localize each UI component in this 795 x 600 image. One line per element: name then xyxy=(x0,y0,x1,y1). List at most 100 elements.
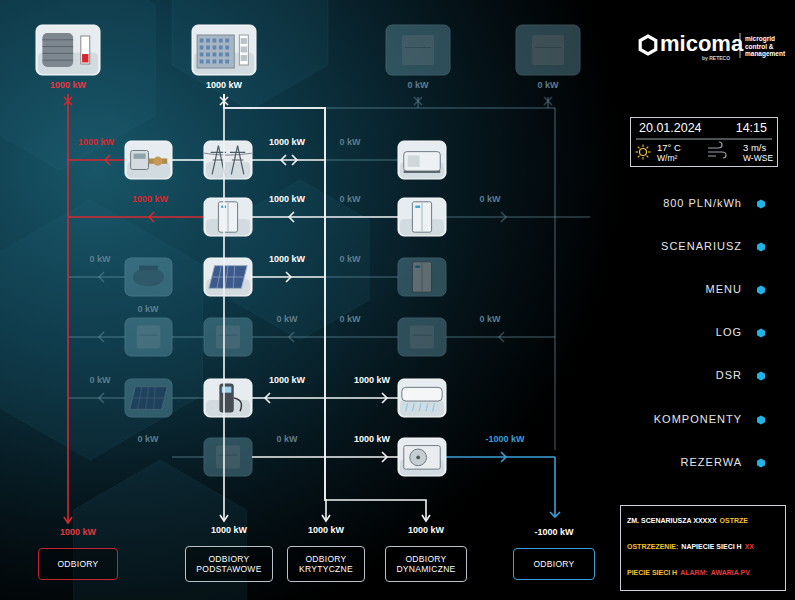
load-box: 1000 kWODBIORY DYNAMICZNE xyxy=(385,546,467,582)
component-tile xyxy=(204,198,252,236)
power-value: 0 kW xyxy=(407,80,428,91)
menu-item: 800 PLN/kWh xyxy=(663,198,742,209)
flow-lines xyxy=(64,97,590,517)
power-value: 1000 kW xyxy=(60,527,96,538)
component-tile xyxy=(36,25,100,75)
alert-text: NAPIECIE SIECI H xyxy=(681,543,741,550)
component-tile xyxy=(398,379,446,417)
status-box: 20.01.2024 14:15 17° CW/m² 3 m/sW-WSE xyxy=(630,117,778,167)
power-value: 0 kW xyxy=(276,314,297,325)
power-value: 1000 kW xyxy=(78,137,114,148)
component-tile xyxy=(398,141,446,179)
power-flow-connector xyxy=(67,94,69,523)
menu-item: SCENARIUSZ xyxy=(661,241,742,252)
power-value: 1000 kW xyxy=(132,194,168,205)
component-tile xyxy=(398,318,446,356)
background-hexagons xyxy=(0,0,369,600)
alert-text: OSTRZE xyxy=(720,517,748,524)
alert-text: XX xyxy=(745,543,754,550)
weather-value: W-WSE xyxy=(743,154,773,163)
logo-tagline: microgrid control & management xyxy=(745,35,795,58)
menu-item: LOG xyxy=(716,327,742,338)
power-value: 0 kW xyxy=(537,80,558,91)
power-value: 1000 kW xyxy=(354,434,390,445)
alert-text: ZM. SCENARIUSZA XXXXX xyxy=(627,517,717,524)
load-name: ODBIORY DYNAMICZNE xyxy=(390,554,462,574)
alert-text: ALARM: xyxy=(680,569,708,576)
load-box: -1000 kWODBIORY xyxy=(513,548,595,580)
power-value: 0 kW xyxy=(339,194,360,205)
load-name: ODBIORY KRYTYCZNE xyxy=(292,554,360,574)
date-time: 14:15 xyxy=(736,122,767,136)
component-tile xyxy=(386,25,450,75)
logo-maker: by RETECO xyxy=(702,55,730,61)
alert-line: OSTRZEZENIE:NAPIECIE SIECI H XX xyxy=(627,542,757,551)
power-value: 0 kW xyxy=(276,434,297,445)
weather-value: 17° C xyxy=(657,143,681,153)
load-name: ODBIORY PODSTAWOWE xyxy=(190,554,268,574)
component-tile xyxy=(204,438,252,476)
logo-text: micoma xyxy=(660,32,743,56)
power-value: 0 kW xyxy=(339,137,360,148)
component-tile xyxy=(204,318,252,356)
component-tile xyxy=(125,141,172,179)
component-tile: 1000 kW xyxy=(192,25,256,75)
weather-value: 3 m/s xyxy=(743,143,766,153)
load-name: ODBIORY xyxy=(533,559,574,569)
component-tile xyxy=(125,318,172,356)
component-tile xyxy=(398,258,446,296)
power-value: 0 kW xyxy=(339,254,360,265)
component-tile xyxy=(516,25,580,75)
component-tile xyxy=(125,258,172,296)
power-value: 1000 kW xyxy=(269,375,305,386)
load-box: 1000 kWODBIORY PODSTAWOWE xyxy=(185,546,273,582)
component-tile xyxy=(398,438,446,476)
power-flow-connector xyxy=(224,94,326,521)
power-value: 1000 kW xyxy=(269,254,305,265)
power-value: 1000 kW xyxy=(308,525,344,536)
component-tile xyxy=(204,141,252,179)
component-tile: 0 kW xyxy=(516,25,580,75)
power-value: -1000 kW xyxy=(485,434,524,445)
component-tile xyxy=(192,25,256,75)
load-name: ODBIORY xyxy=(57,559,98,569)
power-value: 1000 kW xyxy=(50,80,86,91)
weather-value: W/m² xyxy=(657,154,677,163)
power-flow-connector xyxy=(224,94,426,521)
power-value: 0 kW xyxy=(479,194,500,205)
alert-box: ZM. SCENARIUSZA XXXXXOSTRZE OSTRZEZENIE:N… xyxy=(620,505,786,591)
power-value: 0 kW xyxy=(137,304,158,315)
date-time: 20.01.2024 xyxy=(639,122,702,136)
component-tile xyxy=(125,379,172,417)
load-box: 1000 kWODBIORY xyxy=(38,548,118,580)
alert-line: ZM. SCENARIUSZA XXXXXOSTRZE xyxy=(627,516,751,525)
power-value: 1000 kW xyxy=(269,137,305,148)
component-tile: 0 kW xyxy=(386,25,450,75)
power-value: -1000 kW xyxy=(534,527,573,538)
component-tile xyxy=(398,198,446,236)
menu-item: DSR xyxy=(716,370,742,381)
alert-text: PIECIE SIECI H xyxy=(627,569,677,576)
alert-text: AWARIA PV xyxy=(711,569,750,576)
power-value: 1000 kW xyxy=(354,375,390,386)
component-tile xyxy=(204,258,252,296)
power-value: 0 kW xyxy=(89,375,110,386)
menu-item: KOMPONENTY xyxy=(654,414,742,425)
power-value: 0 kW xyxy=(479,314,500,325)
power-value: 1000 kW xyxy=(408,525,444,536)
menu-item: MENU xyxy=(706,284,742,295)
alert-line: PIECIE SIECI HALARM:AWARIA PV xyxy=(627,568,753,577)
power-value: 0 kW xyxy=(137,434,158,445)
load-box: 1000 kWODBIORY KRYTYCZNE xyxy=(287,546,365,582)
alert-text: OSTRZEZENIE: xyxy=(627,543,678,550)
component-tile: 1000 kW xyxy=(36,25,100,75)
panel-decoration xyxy=(636,33,773,468)
power-flow-connector xyxy=(223,94,225,521)
power-value: 0 kW xyxy=(339,314,360,325)
power-value: 0 kW xyxy=(89,254,110,265)
power-value: 1000 kW xyxy=(206,80,242,91)
component-tile xyxy=(204,379,252,417)
power-value: 1000 kW xyxy=(269,194,305,205)
menu-item: REZERWA xyxy=(681,457,742,468)
power-value: 1000 kW xyxy=(211,525,247,536)
